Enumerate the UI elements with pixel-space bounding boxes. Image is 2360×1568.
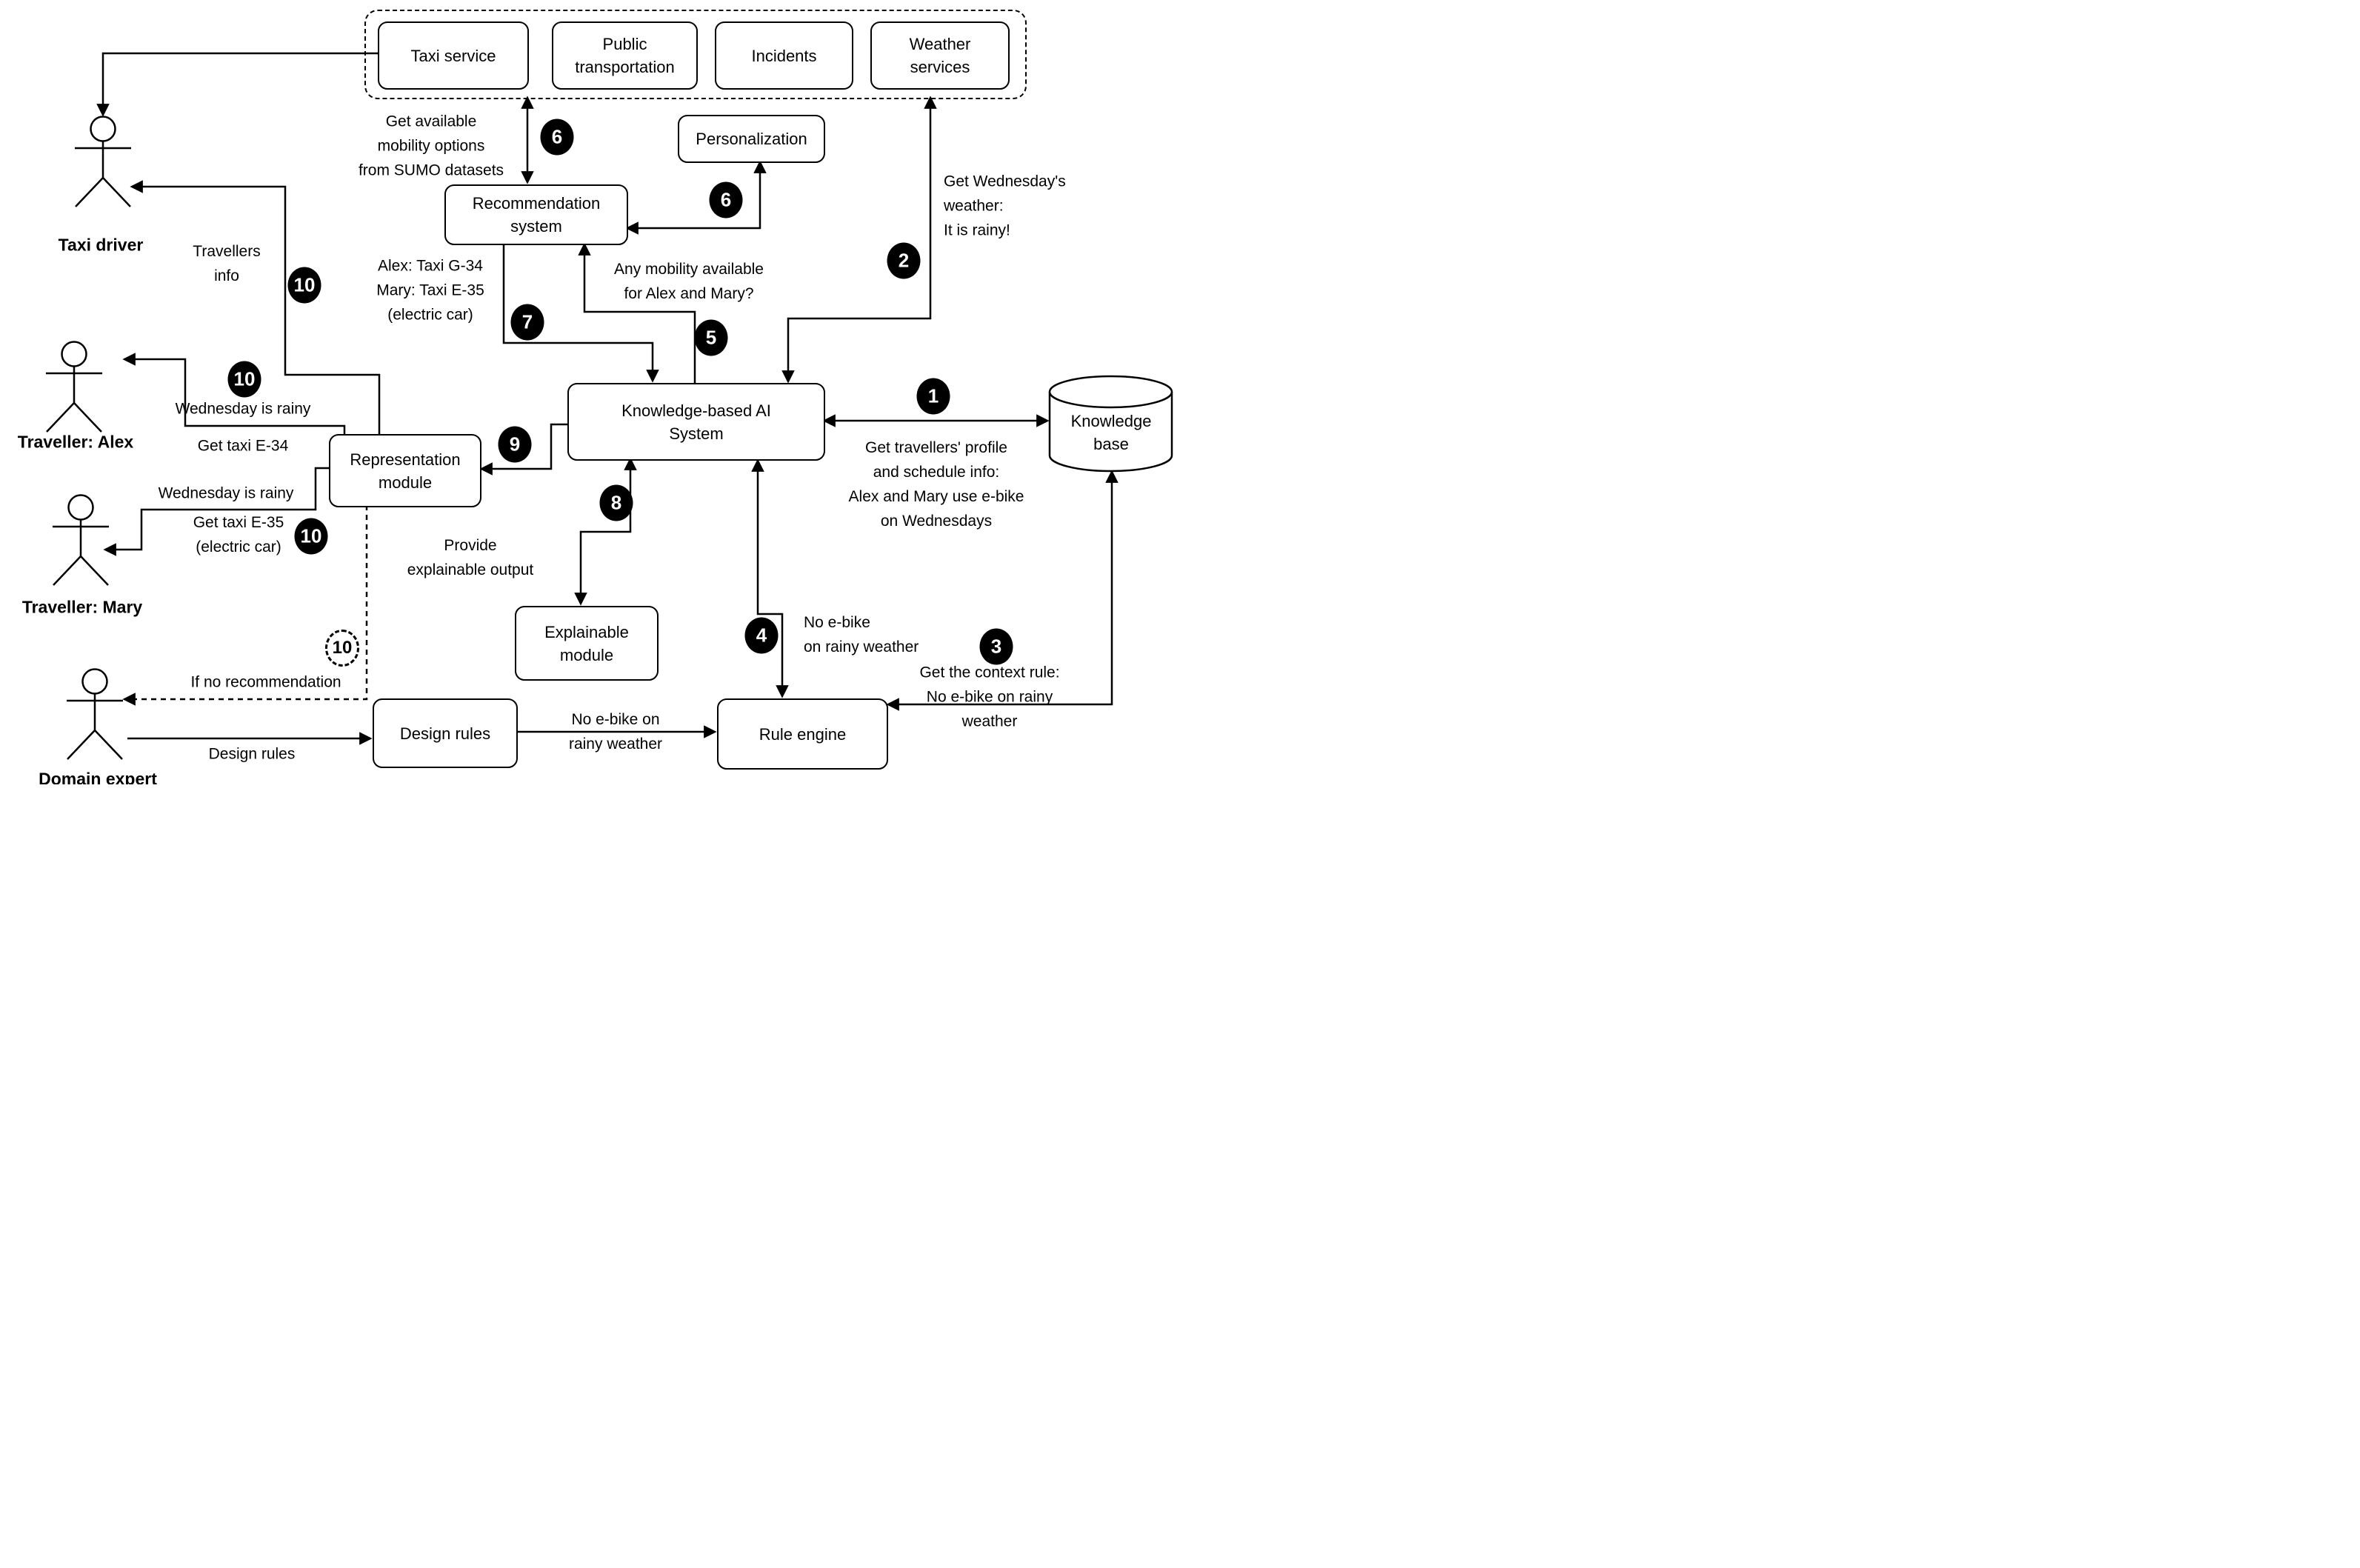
badge-step-6-personalization: 6 bbox=[709, 181, 743, 218]
badge-step-3: 3 bbox=[979, 628, 1013, 665]
diagram-canvas: Taxi service Public transportation Incid… bbox=[0, 0, 1180, 784]
actor-taxi-driver-label: Taxi driver bbox=[58, 235, 144, 255]
edge-kbai-recommendation-query bbox=[578, 242, 696, 383]
taxi-driver-stick-figure-icon bbox=[75, 116, 131, 207]
edge-personalization-recommendation bbox=[625, 160, 767, 235]
badge-step-10-travellers-info: 10 bbox=[287, 267, 321, 304]
edge-representation-domainexpert-dashed bbox=[122, 505, 368, 706]
node-incidents: Incidents bbox=[715, 21, 853, 90]
edge-kbai-explainable bbox=[574, 457, 637, 606]
actor-mary-label: Traveller: Mary bbox=[21, 597, 143, 617]
label-get-profile: Get travellers' profile and schedule inf… bbox=[848, 439, 1024, 530]
badge-step-10-alex: 10 bbox=[227, 361, 261, 398]
label-taxi-assignment: Alex: Taxi G-34 Mary: Taxi E-35 (electri… bbox=[376, 257, 484, 324]
label-get-context-rule: Get the context rule: No e-bike on rainy… bbox=[919, 664, 1060, 730]
connector-layer bbox=[46, 52, 1173, 760]
label-provide-explainable: Provide explainable output bbox=[407, 537, 534, 578]
badge-step-5: 5 bbox=[694, 319, 728, 356]
label-wednesday-rainy-mary: Wednesday is rainy bbox=[158, 484, 294, 502]
mary-stick-figure-icon bbox=[53, 494, 109, 586]
badge-step-10-mary: 10 bbox=[294, 518, 328, 555]
label-wednesday-rainy-alex: Wednesday is rainy bbox=[175, 400, 311, 418]
label-get-taxi-e34: Get taxi E-34 bbox=[197, 437, 289, 455]
badge-step-9: 9 bbox=[498, 426, 532, 463]
actor-domain-expert-label: Domain expert bbox=[39, 769, 157, 785]
badge-step-4: 4 bbox=[744, 617, 779, 654]
actor-alex-label: Traveller: Alex bbox=[17, 432, 134, 452]
label-get-taxi-e35: Get taxi E-35 (electric car) bbox=[193, 514, 284, 556]
label-any-mobility: Any mobility available for Alex and Mary… bbox=[614, 261, 764, 302]
edge-kbai-weather bbox=[781, 96, 937, 384]
label-if-no-recommendation: If no recommendation bbox=[190, 673, 341, 691]
node-recommendation-system: Recommendation system bbox=[444, 184, 628, 245]
badge-step-8: 8 bbox=[599, 484, 633, 521]
node-weather-services: Weather services bbox=[870, 21, 1010, 90]
external-sources-container bbox=[364, 10, 1027, 99]
domain-expert-stick-figure-icon bbox=[67, 668, 123, 760]
edge-representation-mary bbox=[103, 467, 329, 556]
edge-kbai-ruleengine bbox=[751, 458, 789, 698]
node-public-transportation: Public transportation bbox=[552, 21, 698, 90]
label-no-ebike-design: No e-bike on rainy weather bbox=[568, 711, 663, 753]
label-get-weather: Get Wednesday's weather: It is rainy! bbox=[944, 173, 1066, 239]
node-explainable-module: Explainable module bbox=[515, 606, 659, 681]
label-get-available-mobility: Get available mobility options from SUMO… bbox=[358, 113, 504, 179]
edge-recommendation-kbai-answer bbox=[502, 243, 659, 383]
node-knowledge-ai-system: Knowledge-based AI System bbox=[567, 383, 825, 461]
alex-stick-figure-icon bbox=[46, 341, 102, 433]
node-design-rules: Design rules bbox=[373, 698, 518, 768]
edge-knowledgebase-ruleengine bbox=[886, 470, 1119, 711]
badge-step-7: 7 bbox=[510, 304, 544, 341]
label-design-rules-edge: Design rules bbox=[208, 745, 296, 763]
node-taxi-service: Taxi service bbox=[378, 21, 529, 90]
edge-representation-alex bbox=[122, 353, 346, 434]
node-personalization: Personalization bbox=[678, 115, 825, 163]
badge-step-6-datasets: 6 bbox=[540, 119, 574, 156]
node-representation-module: Representation module bbox=[329, 434, 481, 507]
edge-representation-taxidriver bbox=[130, 180, 381, 434]
badge-step-1: 1 bbox=[916, 378, 950, 415]
label-no-ebike-rainy: No e-bike on rainy weather bbox=[804, 614, 919, 655]
badge-step-2: 2 bbox=[887, 242, 921, 279]
label-travellers-info: Travellers info bbox=[193, 243, 261, 284]
badge-step-10-dashed: 10 bbox=[325, 630, 359, 667]
node-knowledge-base-label: Knowledge base bbox=[1070, 412, 1152, 453]
database-cylinder-icon bbox=[1048, 375, 1173, 473]
edge-kbai-representation bbox=[479, 423, 567, 476]
node-rule-engine: Rule engine bbox=[717, 698, 888, 770]
edge-taxiservice-taxidriver bbox=[96, 52, 378, 117]
